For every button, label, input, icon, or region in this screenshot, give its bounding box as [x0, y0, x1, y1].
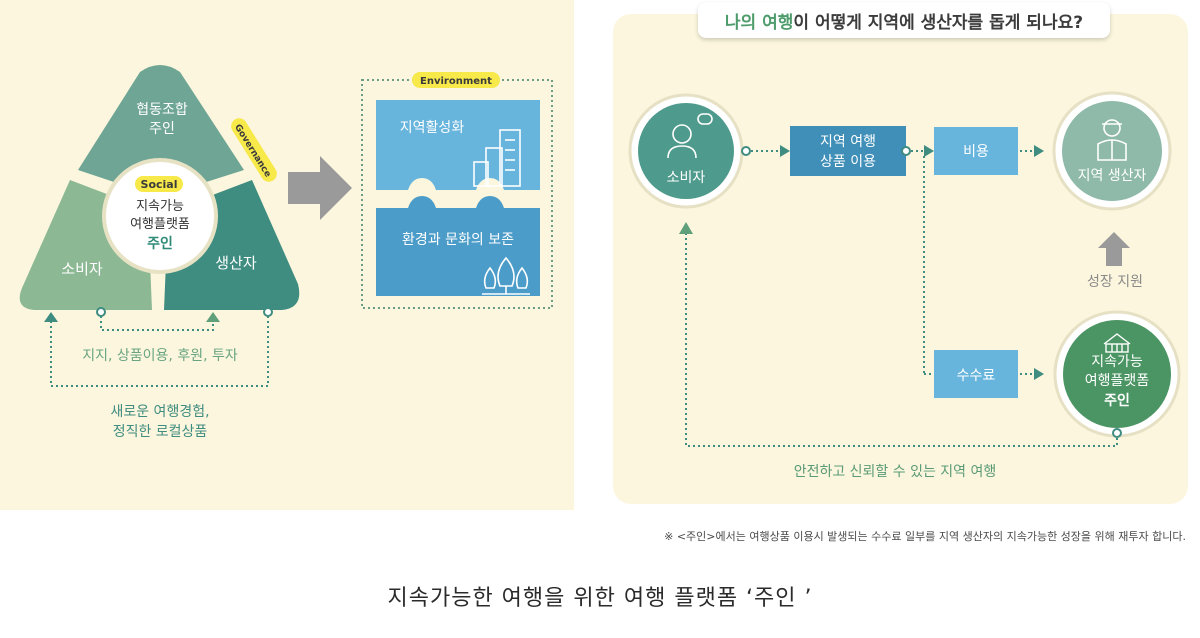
question-rest: 이 어떻게 지역에 생산자를 돕게 되나요? — [793, 12, 1084, 33]
producer-label: 생산자 — [215, 254, 257, 272]
fee-box — [934, 350, 1018, 398]
flow-diagram: 소비자 지역 여행 상품 이용 비용 지역 생산자 성장 지원 — [628, 91, 1181, 480]
support-loop — [100, 316, 214, 331]
producer-node-label: 지역 생산자 — [1078, 168, 1147, 184]
support-text: 지지, 상품이용, 후원, 투자 — [82, 348, 238, 364]
cooperative-label-2: 주인 — [149, 121, 175, 137]
big-right-arrow — [288, 156, 352, 220]
social-badge-text: Social — [141, 178, 178, 191]
triangle-diagram: Social 지속가능 여행플랫폼 주인 협동조합 주인 소비자 생산자 Gov… — [19, 65, 300, 440]
platform-label-2: 여행플랫폼 — [1085, 373, 1150, 389]
experience-text-1: 새로운 여행경험, — [110, 404, 209, 420]
platform-node — [1063, 320, 1171, 428]
producer-segment — [164, 180, 300, 310]
product-use-label-1: 지역 여행 — [820, 134, 876, 150]
platform-label-1: 지속가능 — [1091, 354, 1143, 370]
person-icon — [667, 113, 713, 159]
buildings-icon — [473, 129, 521, 187]
consumer-segment — [19, 180, 153, 310]
cooperative-segment — [78, 65, 244, 184]
social-badge — [135, 176, 183, 192]
environment-badge-text: Environment — [420, 76, 492, 87]
environment-box: Environment 지역활성화 환경과 문화의 보존 — [361, 72, 553, 309]
question-highlight: 나의 여행 — [724, 12, 794, 33]
bottom-flow-text: 안전하고 신뢰할 수 있는 지역 여행 — [794, 464, 997, 480]
center-label-2: 여행플랫폼 — [130, 216, 190, 232]
growth-support-label: 성장 지원 — [1087, 274, 1143, 290]
center-circle — [102, 158, 218, 274]
farmer-icon — [1097, 119, 1127, 161]
experience-text-2: 정직한 로컬상품 — [113, 424, 208, 440]
footnote: ※ <주인>에서는 여행상품 이용시 발생되는 수수료 일부를 지역 생산자의 … — [664, 530, 1186, 543]
platform-label-3: 주인 — [1104, 392, 1130, 409]
consumer-node-label: 소비자 — [667, 170, 706, 186]
return-loop — [685, 234, 1118, 447]
cost-box — [934, 127, 1018, 175]
consumer-label: 소비자 — [61, 260, 103, 278]
product-use-label-2: 상품 이용 — [820, 154, 876, 170]
conservation-label: 환경과 문화의 보존 — [402, 232, 514, 248]
growth-up-arrow — [1098, 232, 1130, 266]
experience-loop — [50, 316, 269, 387]
building-icon — [1103, 333, 1131, 353]
trees-icon — [482, 256, 530, 295]
center-label-1: 지속가능 — [136, 199, 184, 214]
environment-badge — [412, 72, 500, 88]
consumer-node — [638, 103, 734, 199]
revitalization-label: 지역활성화 — [400, 120, 465, 136]
governance-badge: Governance — [231, 118, 277, 182]
revitalization-block — [376, 100, 540, 190]
cost-label: 비용 — [963, 144, 989, 160]
product-use-box — [790, 126, 906, 176]
fee-label: 수수료 — [957, 368, 996, 384]
caption: 지속가능한 여행을 위한 여행 플랫폼 ‘주인 ’ — [387, 586, 813, 611]
center-label-3: 주인 — [147, 235, 173, 252]
cooperative-label-1: 협동조합 — [136, 102, 188, 118]
